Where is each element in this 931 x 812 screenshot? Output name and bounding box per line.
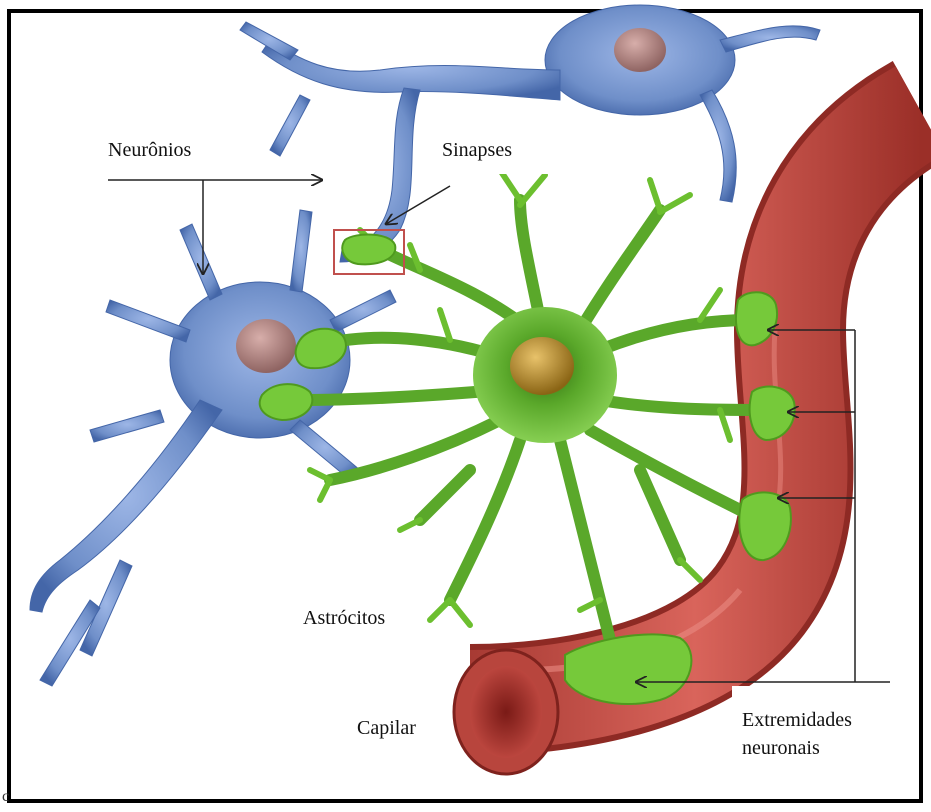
label-nerve-endings-line2: neuronais — [742, 736, 820, 760]
label-neurons: Neurônios — [108, 138, 191, 162]
label-nerve-endings-line1: Extremidades — [742, 708, 852, 732]
label-synapses: Sinapses — [442, 138, 512, 162]
label-astrocytes: Astrócitos — [303, 606, 385, 630]
end-foot-neuron-2 — [260, 384, 313, 420]
neuron-left-nucleus — [236, 319, 296, 373]
astrocyte-nucleus — [510, 337, 574, 395]
label-capillary: Capilar — [357, 716, 416, 740]
stray-character: c — [2, 788, 9, 806]
neuron-top-nucleus — [614, 28, 666, 72]
end-foot-synapse — [342, 235, 395, 265]
